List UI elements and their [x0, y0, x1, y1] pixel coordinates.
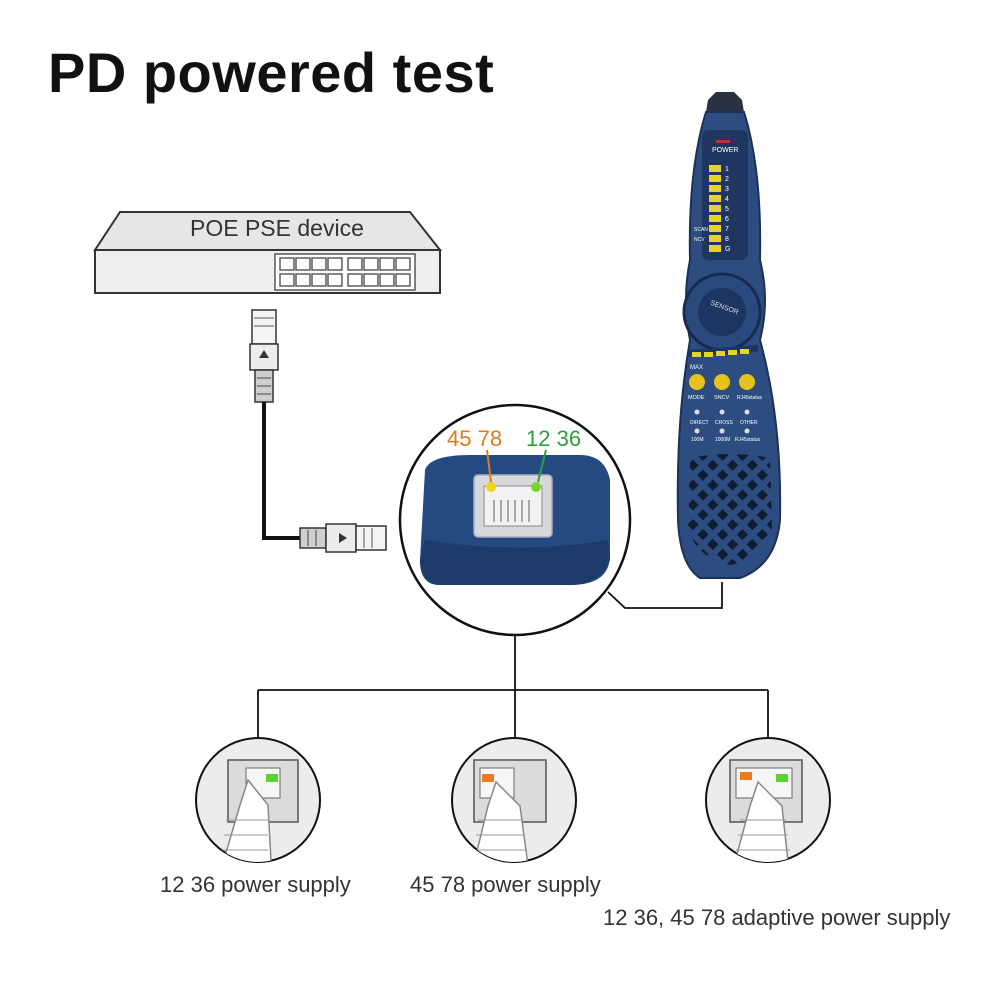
svg-text:1000M: 1000M — [715, 437, 730, 443]
svg-text:MAX: MAX — [690, 365, 703, 371]
port-label-12-36: 12 36 — [526, 426, 581, 451]
case-circle-45-78 — [451, 737, 577, 863]
page-title: PD powered test — [48, 41, 495, 104]
switch-ports — [279, 257, 411, 287]
tree-connectors — [257, 635, 769, 738]
zoom-connector-line — [607, 582, 723, 609]
led-45-78 — [486, 482, 496, 492]
svg-text:4: 4 — [725, 196, 729, 203]
svg-text:SNCV: SNCV — [714, 395, 730, 401]
led-column: 1 2 3 4 5 6 7 8 G SCAN NCV — [694, 165, 730, 253]
svg-text:3: 3 — [725, 186, 729, 193]
case-caption-adaptive: 12 36, 45 78 adaptive power supply — [603, 905, 950, 930]
svg-text:OTHER: OTHER — [740, 420, 758, 426]
cable-tester: POWER 1 2 3 4 5 6 7 8 G SCAN NCV SENSOR — [676, 92, 782, 579]
svg-text:RJ45status: RJ45status — [735, 437, 761, 443]
svg-text:5: 5 — [725, 206, 729, 213]
svg-text:SCAN: SCAN — [694, 227, 708, 233]
case-caption-12-36: 12 36 power supply — [160, 872, 351, 897]
zoom-circle — [398, 403, 632, 637]
level-bar: MAX — [688, 345, 758, 371]
svg-text:6: 6 — [725, 216, 729, 223]
case-circle-adaptive — [705, 737, 831, 863]
svg-text:DIRECT: DIRECT — [690, 420, 709, 426]
svg-text:100M: 100M — [691, 437, 704, 443]
poe-switch — [93, 211, 443, 294]
svg-text:2: 2 — [725, 176, 729, 183]
svg-text:1: 1 — [725, 166, 729, 173]
svg-text:G: G — [725, 246, 730, 253]
sncv-button — [714, 374, 730, 390]
svg-text:CROSS: CROSS — [715, 420, 733, 426]
svg-text:8: 8 — [725, 236, 729, 243]
svg-text:RJ45status: RJ45status — [737, 395, 763, 401]
switch-label: POE PSE device — [190, 215, 364, 241]
power-label: POWER — [712, 147, 738, 154]
speaker-grille — [688, 454, 772, 565]
case-circle-12-36 — [195, 737, 321, 863]
rj45-status-button — [739, 374, 755, 390]
svg-text:MODE: MODE — [688, 395, 705, 401]
patch-cable — [249, 309, 387, 553]
port-label-45-78: 45 78 — [447, 426, 502, 451]
case-caption-45-78: 45 78 power supply — [410, 872, 601, 897]
svg-text:NCV: NCV — [694, 237, 705, 243]
led-12-36 — [531, 482, 541, 492]
mode-button — [689, 374, 705, 390]
svg-text:7: 7 — [725, 226, 729, 233]
